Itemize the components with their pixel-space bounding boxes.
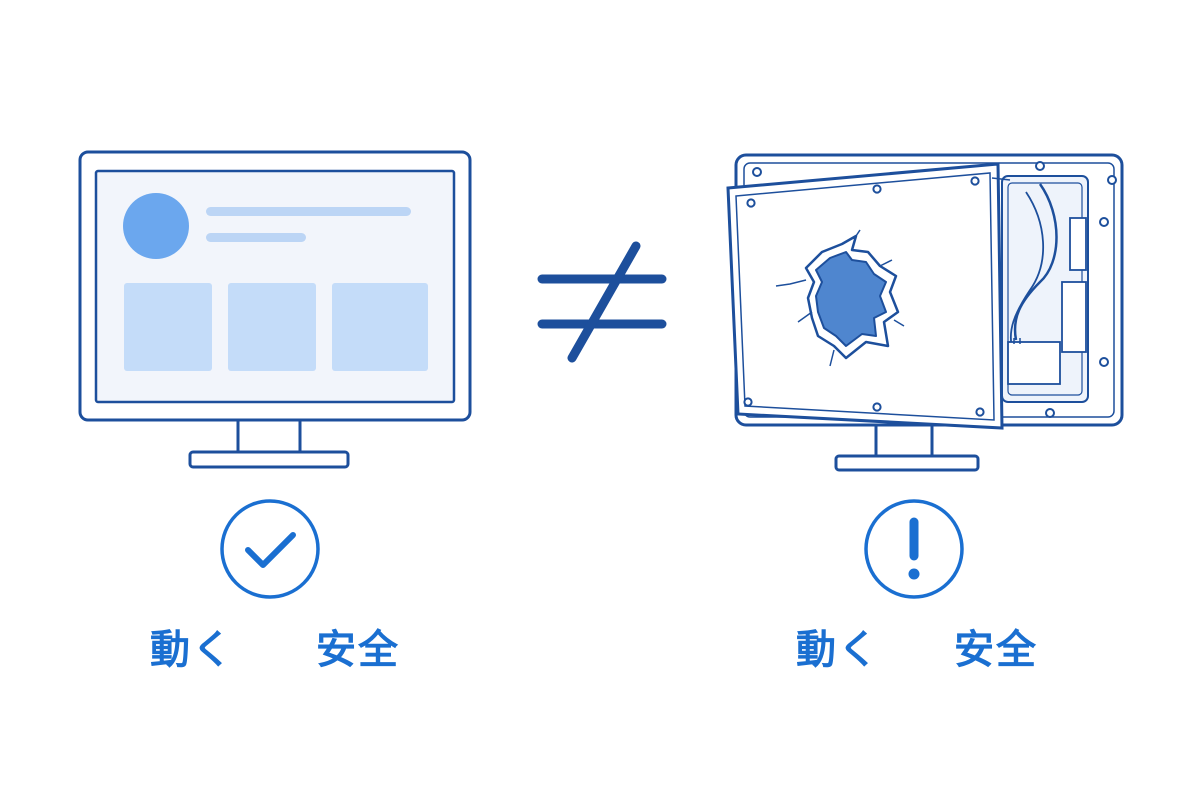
monitor-stand-neck (236, 418, 302, 456)
broken-hole (775, 229, 905, 367)
broken-monitor-stand-base (834, 454, 980, 472)
panel-screw (743, 397, 753, 407)
housing-screw (1045, 408, 1055, 418)
panel-screw (746, 198, 756, 208)
housing-screw (1099, 357, 1109, 367)
housing-screw (1035, 161, 1045, 171)
broken-monitor (726, 153, 1124, 472)
content-card-1 (124, 283, 212, 371)
text-line-long (206, 207, 411, 216)
panel-screw (872, 402, 882, 412)
right-label-safe: 安全 (954, 627, 1038, 673)
left-label-works: 動く (150, 627, 234, 673)
left-label-safe: 安全 (316, 627, 400, 673)
exposed-circuitry (1001, 175, 1089, 403)
avatar (123, 193, 189, 259)
content-card-2 (228, 283, 316, 371)
housing-screw (1099, 217, 1109, 227)
panel-screw (970, 176, 980, 186)
monitor-stand-base (188, 450, 350, 469)
front-panel (726, 162, 1011, 430)
housing-screw (752, 167, 762, 177)
content-card-3 (332, 283, 428, 371)
exclamation-circle-icon (864, 499, 964, 599)
intact-monitor (78, 150, 472, 469)
panel-screw (975, 407, 985, 417)
not-equal-icon (537, 241, 667, 363)
check-circle-icon (220, 499, 320, 599)
right-label-works: 動く (796, 627, 880, 673)
housing-screw (1107, 175, 1117, 185)
panel-screw (872, 184, 882, 194)
text-line-short (206, 233, 306, 242)
